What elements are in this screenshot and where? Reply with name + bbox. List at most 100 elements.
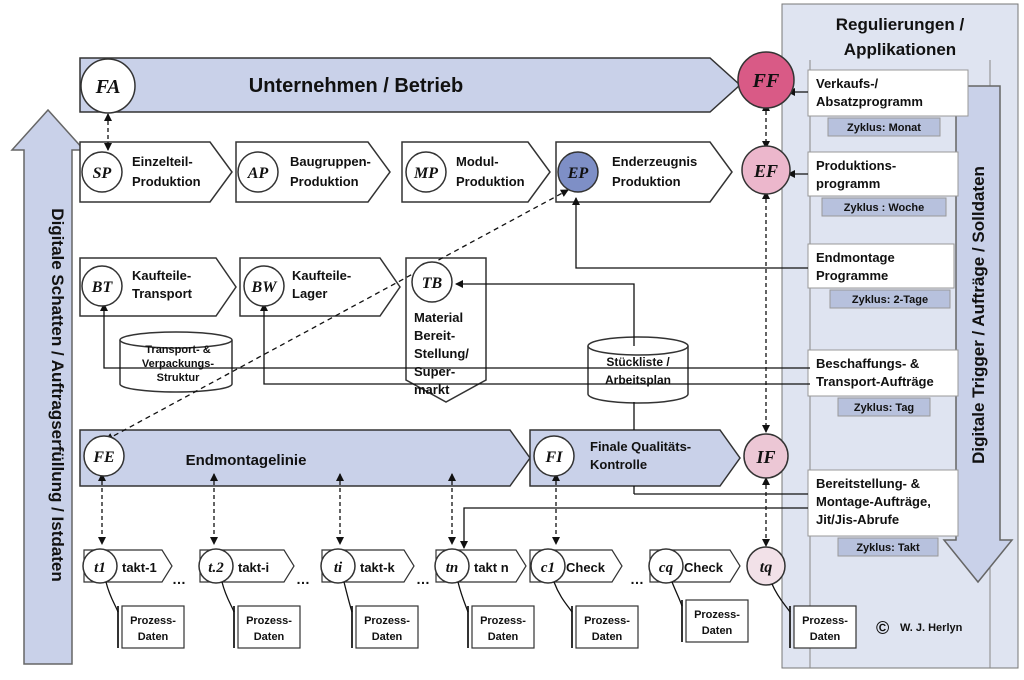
sl-l1: Stückliste / xyxy=(606,355,670,369)
code-tb: TB xyxy=(422,275,443,292)
box-verkauf: Verkaufs-/ Absatzprogramm Zyklus: Monat xyxy=(807,69,969,137)
circle-cq xyxy=(648,548,684,584)
kl-l1: Kaufteile- xyxy=(292,268,351,283)
pd7-l2: Daten xyxy=(810,631,841,643)
pd3-l1: Prozess- xyxy=(364,615,410,627)
box-bereitstellung: Bereitstellung- & Montage-Aufträge, Jit/… xyxy=(807,469,959,557)
circle-bt xyxy=(81,265,123,307)
takt-k-label: takt-k xyxy=(360,560,395,575)
process-data-7: Prozess- Daten xyxy=(789,605,857,649)
circle-fa xyxy=(80,58,136,114)
modul-l2: Produktion xyxy=(456,174,525,189)
einzel-l1: Einzelteil- xyxy=(132,154,193,169)
circle-tn xyxy=(434,548,470,584)
left-arrow-label: Digitale Schatten / Auftragserfüllung / … xyxy=(48,208,67,581)
pd2-l2: Daten xyxy=(254,631,285,643)
code-cq: cq xyxy=(659,560,674,576)
check-1-label: Check xyxy=(566,560,606,575)
node-circles: FA FF SP AP MP EP EF BT BW TB FE FI IF t… xyxy=(80,51,795,586)
code-ff: FF xyxy=(752,70,780,92)
code-fi: FI xyxy=(545,449,564,466)
tvs-l1: Transport- & xyxy=(145,344,210,356)
endz-l1: Enderzeugnis xyxy=(612,154,697,169)
mat-l1: Material xyxy=(414,310,463,325)
mat-l3: Stellung/ xyxy=(414,346,469,361)
database-stueckliste: Stückliste / Arbeitsplan xyxy=(587,336,689,404)
box-produktion: Produktions- programm Zyklus : Woche xyxy=(807,151,959,217)
bs-l1: Beschaffungs- & xyxy=(816,356,919,371)
bm-l2: Montage-Aufträge, xyxy=(816,494,931,509)
circle-ff xyxy=(737,51,795,109)
process-data-1: Prozess- Daten xyxy=(117,605,185,649)
check-2-label: Check xyxy=(684,560,724,575)
assembly-line-label: Endmontagelinie xyxy=(186,452,307,469)
copyright-name: W. J. Herlyn xyxy=(900,622,963,634)
code-bt: BT xyxy=(91,279,114,296)
assembly-line-row: Endmontagelinie Finale Qualitäts- Kontro… xyxy=(79,429,741,487)
dots-2: … xyxy=(296,571,310,587)
process-data-boxes: Prozess- Daten Prozess- Daten Prozess- D… xyxy=(117,599,857,649)
production-row: Einzelteil- Produktion Baugruppen- Produ… xyxy=(79,141,733,203)
circle-t2 xyxy=(198,548,234,584)
company-label: Unternehmen / Betrieb xyxy=(249,75,463,97)
kt-l1: Kaufteile- xyxy=(132,268,191,283)
kl-l2: Lager xyxy=(292,286,327,301)
pd7-l1: Prozess- xyxy=(802,615,848,627)
quality-control-chevron xyxy=(529,429,741,487)
left-up-arrow: Digitale Schatten / Auftragserfüllung / … xyxy=(10,108,86,665)
code-t2: t.2 xyxy=(208,560,224,576)
pd1-l2: Daten xyxy=(138,631,169,643)
copyright: © W. J. Herlyn xyxy=(876,618,963,638)
code-tn: tn xyxy=(446,560,459,576)
bm-cycle: Zyklus: Takt xyxy=(856,542,920,554)
circle-c1 xyxy=(530,548,566,584)
bs-cycle: Zyklus: Tag xyxy=(854,402,914,414)
circle-sp xyxy=(81,151,123,193)
code-ef: EF xyxy=(753,161,778,181)
baug-l2: Produktion xyxy=(290,174,359,189)
connectors xyxy=(98,88,810,549)
em-l2: Programme xyxy=(816,268,888,283)
bm-l1: Bereitstellung- & xyxy=(816,476,920,491)
takt-i-label: takt-i xyxy=(238,560,269,575)
vk-l2: Absatzprogramm xyxy=(816,94,923,109)
process-data-3: Prozess- Daten xyxy=(351,605,419,649)
dots-1: … xyxy=(172,571,186,587)
code-fe: FE xyxy=(92,449,114,466)
code-if: IF xyxy=(755,447,775,467)
pd6-l2: Daten xyxy=(702,625,733,637)
circle-fe xyxy=(83,435,125,477)
pp-cycle: Zyklus : Woche xyxy=(844,202,924,214)
chevron-einzelteil xyxy=(79,141,233,203)
code-ti: ti xyxy=(334,560,343,576)
sl-l2: Arbeitsplan xyxy=(605,373,671,387)
code-bw: BW xyxy=(251,279,279,296)
einzel-l2: Produktion xyxy=(132,174,201,189)
tvs-l3: Struktur xyxy=(157,372,201,384)
bs-l2: Transport-Aufträge xyxy=(816,374,934,389)
pd5-l2: Daten xyxy=(592,631,623,643)
code-ep: EP xyxy=(567,165,589,182)
takt-row: takt-1 takt-i takt-k takt n Check Check … xyxy=(83,549,741,587)
process-data-6: Prozess- Daten xyxy=(681,599,749,643)
code-sp: SP xyxy=(93,165,112,182)
fq-l2: Kontrolle xyxy=(590,457,647,472)
pp-l1: Produktions- xyxy=(816,158,896,173)
mat-l4: Super- xyxy=(414,364,455,379)
pd1-l1: Prozess- xyxy=(130,615,176,627)
endz-l2: Produktion xyxy=(612,174,681,189)
right-down-arrow: Digitale Trigger / Aufträge / Solldaten xyxy=(942,85,1014,584)
circle-t1 xyxy=(82,548,118,584)
circle-ef xyxy=(741,145,791,195)
code-c1: c1 xyxy=(541,560,555,576)
code-t1: t1 xyxy=(94,560,106,576)
vk-cycle: Zyklus: Monat xyxy=(847,122,921,134)
pd2-l1: Prozess- xyxy=(246,615,292,627)
circle-tq xyxy=(746,546,786,586)
code-tq: tq xyxy=(760,559,772,576)
modul-l1: Modul- xyxy=(456,154,499,169)
takt-1-label: takt-1 xyxy=(122,560,157,575)
process-data-2: Prozess- Daten xyxy=(233,605,301,649)
dots-4: … xyxy=(630,571,644,587)
